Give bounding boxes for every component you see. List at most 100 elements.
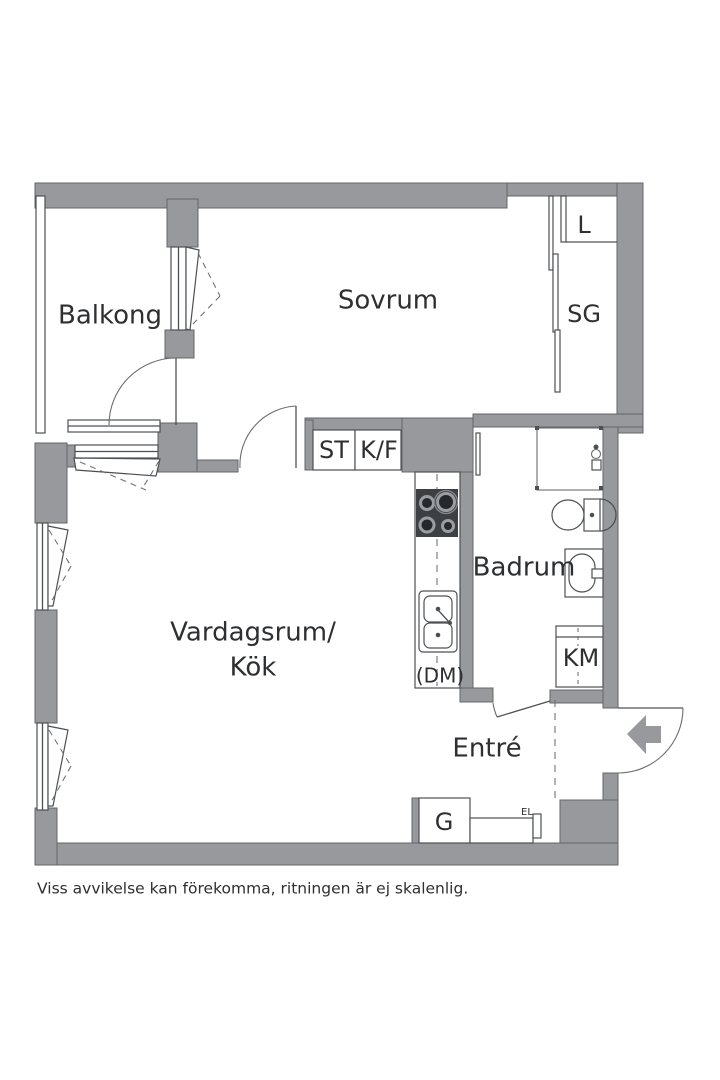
fridge-freezer-box <box>354 429 402 471</box>
label-entry: Entré <box>452 734 521 764</box>
wall-bottom <box>34 842 619 866</box>
window-swing-dash <box>141 460 160 490</box>
cleaning-closet-box <box>312 429 356 471</box>
label-balcony: Balkong <box>58 301 162 331</box>
burner <box>419 495 435 511</box>
sliding-door-panel <box>548 195 554 271</box>
wall-g-pier <box>411 797 420 844</box>
wall-living-top-b <box>196 459 239 473</box>
door-swing-arc <box>108 357 177 426</box>
label-living-line1: Vardagsrum/ <box>170 618 336 648</box>
kitchen <box>312 429 481 689</box>
wall-divider-top-pier <box>166 198 199 248</box>
room-labels: Balkong Sovrum Badrum Vardagsrum/ Kök En… <box>58 211 601 836</box>
entry <box>418 700 556 844</box>
wall-divider-mid-pier <box>164 329 195 359</box>
wardrobe-box <box>418 797 471 844</box>
wall-kitchen-top <box>304 417 403 431</box>
closet-area <box>548 195 617 393</box>
sink-faucet <box>437 609 450 623</box>
bathroom-duct <box>475 432 481 476</box>
door-entrance <box>617 707 684 774</box>
sink-faucet-knob <box>448 621 452 625</box>
toilet-button <box>589 512 595 518</box>
label-wardrobe: G <box>435 808 454 836</box>
balcony-railing <box>35 195 46 434</box>
label-fridge-freezer: K/F <box>360 436 398 464</box>
window-swing-dash <box>48 529 72 567</box>
entrance-arrow-icon <box>627 715 661 754</box>
label-living-line2: Kök <box>230 653 277 683</box>
sliding-door-panel <box>554 329 561 393</box>
window-living-top <box>73 444 161 491</box>
wall-bedroom-door-jamb <box>304 419 314 471</box>
label-cleaning-closet: ST <box>319 436 349 464</box>
wall-bathroom-bottom-right <box>549 689 604 704</box>
label-linen-closet: L <box>577 211 591 239</box>
shower-enclosure <box>536 427 604 491</box>
wall-kitchen-block <box>401 417 474 473</box>
window-leaf <box>47 525 69 607</box>
stove-icon <box>416 489 459 537</box>
sink-drain <box>435 632 441 638</box>
label-dishwasher: (DM) <box>416 664 464 688</box>
window-swing-dash <box>49 765 72 805</box>
shower-mixer-body <box>591 459 602 471</box>
shower-icon <box>535 426 604 491</box>
door-swing-arc <box>492 702 498 718</box>
sink-icon <box>418 590 458 653</box>
window-left-upper <box>36 522 72 611</box>
burner <box>436 492 456 512</box>
window-leaf <box>47 725 69 807</box>
label-bathroom: Badrum <box>473 553 576 583</box>
shower-mixer-knob <box>593 444 599 450</box>
door-bedroom <box>239 405 297 469</box>
bathroom <box>535 426 617 688</box>
burner-ring <box>433 489 459 515</box>
door-bathroom <box>492 700 551 718</box>
entry-bench <box>469 817 534 844</box>
shower-corner <box>599 426 603 430</box>
wall-right-below-entrance <box>602 772 619 804</box>
walls <box>34 182 644 866</box>
electrical-panel-box <box>532 813 542 839</box>
window-balcony-bedroom <box>170 246 221 331</box>
washing-machine-icon <box>555 625 604 688</box>
shower-mixer <box>590 448 602 460</box>
door-swing-arc <box>239 405 297 469</box>
window-swing-dash <box>49 565 72 605</box>
linen-closet-divider <box>560 195 567 243</box>
wall-living-top-a <box>66 444 76 468</box>
burner <box>441 519 455 533</box>
label-sliding-wardrobe: SG <box>567 300 601 328</box>
burner <box>418 516 436 534</box>
wall-bathroom-top <box>472 413 644 428</box>
wall-living-top-pier <box>157 422 198 473</box>
window-leaf <box>185 246 200 331</box>
toilet-bowl <box>551 499 585 531</box>
disclaimer-text: Viss avvikelse kan förekomma, ritningen … <box>37 880 468 898</box>
wall-top-left <box>34 182 508 209</box>
wall-left-lower <box>34 807 58 866</box>
shower-corner <box>535 486 539 490</box>
label-bedroom: Sovrum <box>338 286 438 316</box>
wall-left-mid <box>34 609 58 724</box>
window-left-lower <box>36 722 72 811</box>
window-leaf <box>73 457 161 477</box>
window-swing-dash <box>48 729 72 767</box>
washbasin-tap <box>591 568 604 579</box>
door-swing-arc <box>617 707 684 774</box>
toilet-icon <box>551 498 617 532</box>
window-swing-dash <box>79 461 147 491</box>
wall-right-bathroom <box>602 426 619 709</box>
door-leaf <box>496 700 551 718</box>
shower-corner <box>535 426 539 430</box>
window-swing-dash <box>197 252 221 297</box>
balcony-structure <box>35 195 161 434</box>
label-electrical-panel: EL <box>521 807 533 818</box>
door-balcony <box>108 357 177 426</box>
label-washing-machine: KM <box>563 644 599 672</box>
wall-bathroom-bottom-left <box>459 687 494 703</box>
